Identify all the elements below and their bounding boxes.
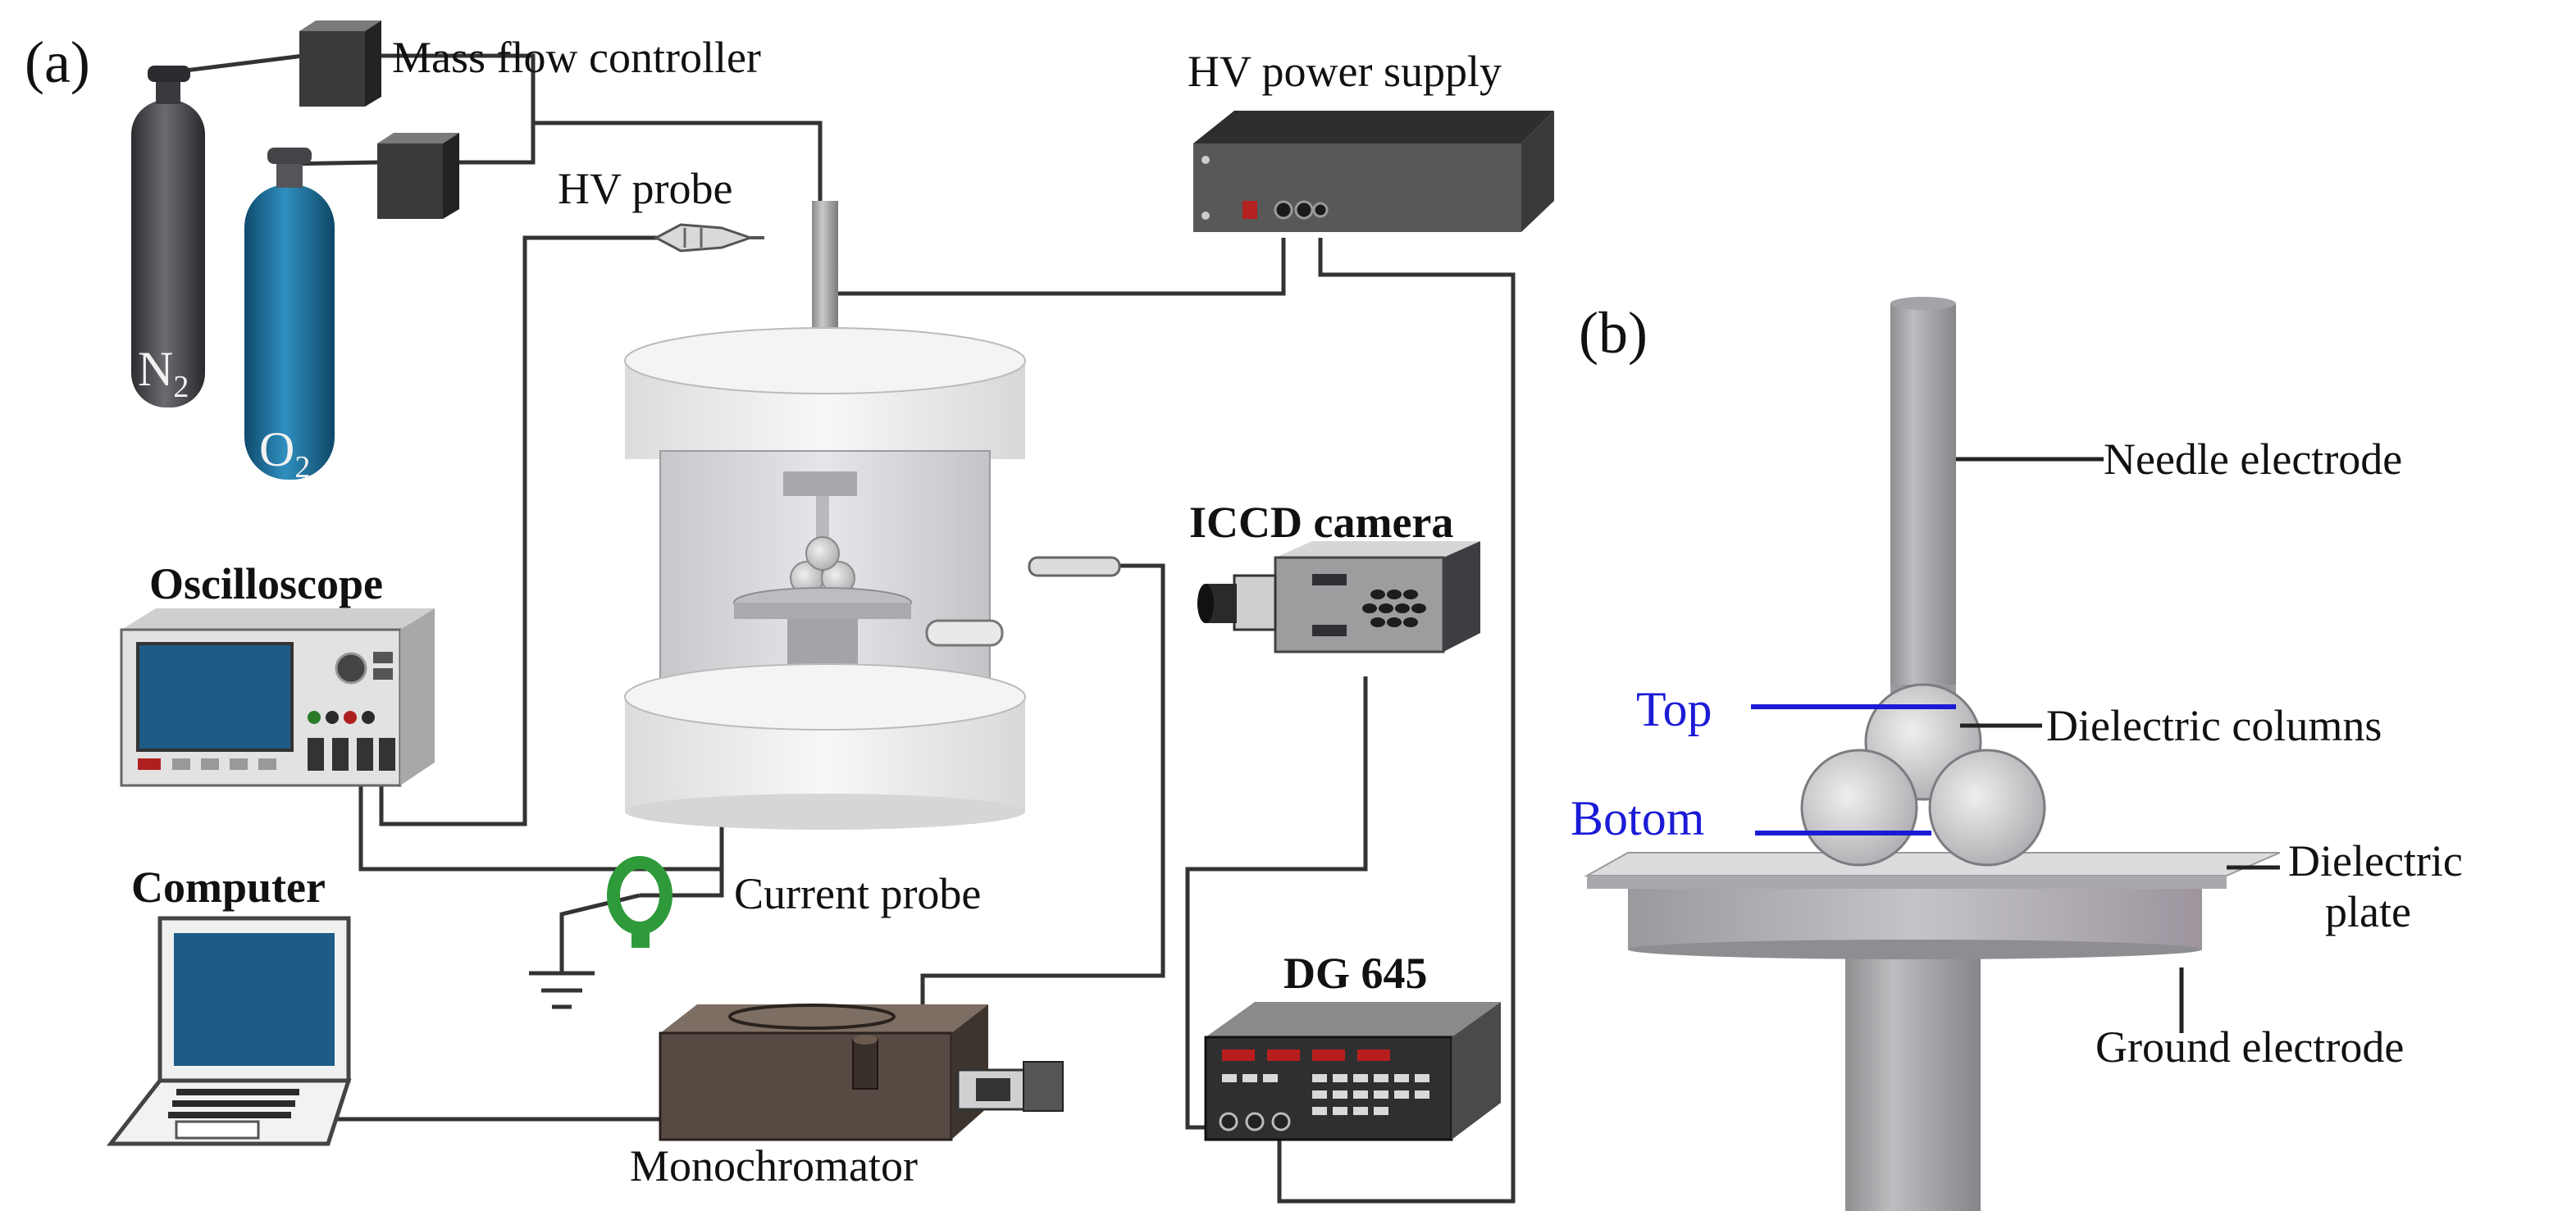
dg645-label: DG 645: [1283, 949, 1428, 998]
dielectric-plate-label-line2: plate: [2325, 887, 2411, 936]
mass-flow-controller-icon: [299, 20, 381, 107]
mass-flow-controller-label: Mass flow controller: [392, 33, 761, 82]
ground-symbol-icon: [529, 971, 595, 1009]
iccd-camera-icon: [1197, 541, 1480, 653]
fiber-probe-icon: [1028, 556, 1121, 577]
electrode-assembly: [1584, 297, 2281, 1211]
hv-probe-label: HV probe: [558, 164, 732, 213]
rack-power-supply-icon: [1193, 111, 1554, 232]
gas-cylinder-icon: [244, 148, 335, 480]
current-probe-label: Current probe: [734, 869, 981, 918]
discharge-chamber-icon: [624, 201, 1026, 830]
delay-generator-icon: [1204, 1002, 1501, 1141]
panel-a-label: (a): [25, 30, 90, 95]
blue-markers: [1751, 704, 1956, 835]
wires: [171, 53, 1516, 1204]
current-probe-ring-icon: [607, 856, 672, 948]
oscilloscope-label: Oscilloscope: [149, 559, 383, 608]
monochromator-label: Monochromator: [630, 1141, 918, 1191]
laptop-icon: [106, 916, 352, 1146]
oscilloscope-icon: [120, 608, 435, 787]
o2-label: O2: [259, 422, 310, 485]
n2-label: N2: [138, 342, 189, 404]
panel-b-label: (b): [1579, 300, 1648, 366]
dielectric-columns-label: Dielectric columns: [2046, 701, 2382, 750]
n2-cylinder: [131, 66, 205, 407]
gas-cylinder-icon: [131, 66, 205, 407]
needle-electrode-label: Needle electrode: [2104, 435, 2402, 484]
mass-flow-controller-icon: [377, 133, 459, 219]
computer-label: Computer: [131, 863, 326, 912]
iccd-camera-label: ICCD camera: [1189, 498, 1453, 547]
top-label: Top: [1636, 682, 1712, 736]
ground-electrode-label: Ground electrode: [2095, 1022, 2404, 1072]
hv-power-supply-label: HV power supply: [1188, 47, 1502, 96]
dielectric-plate-label-line1: Dielectric: [2288, 836, 2463, 885]
panel-b-leaders: [1956, 457, 2280, 1033]
monochromator-icon: [659, 1004, 1064, 1141]
o2-cylinder: [244, 148, 335, 480]
bottom-label: Botom: [1571, 791, 1704, 845]
hv-probe-icon: [653, 223, 764, 253]
